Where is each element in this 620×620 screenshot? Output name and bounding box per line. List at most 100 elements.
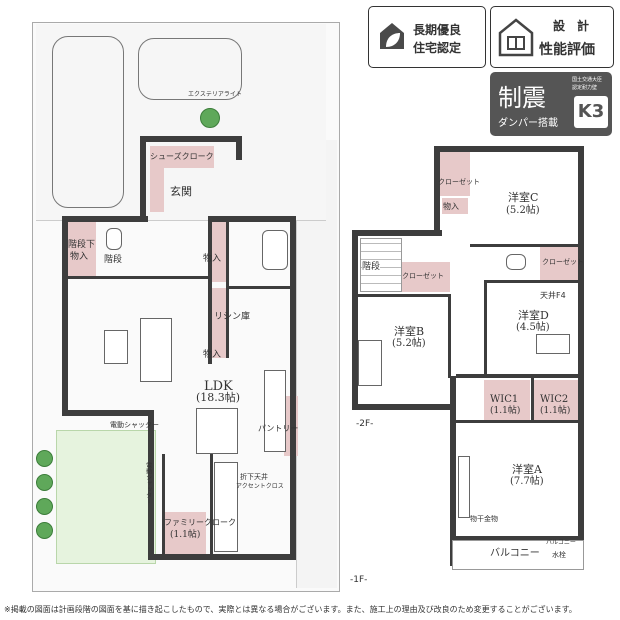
room-label-storage-2: 物入 xyxy=(203,350,222,360)
shoes-closet-side xyxy=(150,168,164,212)
tree xyxy=(36,450,53,467)
ceiling-f4-label: 天井F4 xyxy=(540,291,566,300)
car-left xyxy=(52,36,124,208)
wall xyxy=(456,420,580,423)
ceiling-note-1: 折下天井 xyxy=(240,473,268,481)
tree xyxy=(36,522,53,539)
desk-d xyxy=(536,334,570,354)
room-label-wic2: WIC2 xyxy=(540,394,569,405)
bed-a xyxy=(458,456,470,518)
wall xyxy=(62,410,152,416)
wall xyxy=(484,280,580,283)
exterior-light-label: エクステリアライト xyxy=(188,91,242,98)
room-label-closet-c: クローゼット xyxy=(438,178,480,186)
room-label-shoes-closet: シューズクローク xyxy=(150,152,214,161)
storage-2f-area xyxy=(442,198,468,214)
room-label-wic1: WIC1 xyxy=(490,394,519,405)
room-label-room-b: 洋室B xyxy=(394,325,425,338)
badge-long-life-line2: 住宅認定 xyxy=(413,41,462,55)
footer-disclaimer: ※掲載の図面は計画段階の図面を基に描き起こしたもので、実際とは異なる場合がござい… xyxy=(4,605,577,614)
room-label-room-c-size: (5.2帖) xyxy=(506,205,540,216)
storage-area-2 xyxy=(212,288,226,358)
wall xyxy=(470,244,580,247)
wall xyxy=(226,286,292,289)
wall xyxy=(578,146,584,570)
ceiling-note-2: アクセントクロス xyxy=(236,483,284,490)
room-label-pantry: パントリー xyxy=(258,424,299,433)
badge-seismic-main: 制震 xyxy=(498,84,546,112)
wall xyxy=(140,136,236,142)
wall xyxy=(62,216,68,416)
kitchen-counter xyxy=(214,462,238,552)
wall xyxy=(148,554,296,560)
floor1-label: -1F- xyxy=(350,575,368,585)
room-label-room-d-size: (4.5帖) xyxy=(516,322,550,333)
room-label-room-a-size: (7.7帖) xyxy=(510,476,544,487)
balcony xyxy=(452,540,584,570)
badge-k3-logo: K3 xyxy=(574,96,608,128)
wall xyxy=(62,276,212,279)
wall xyxy=(352,404,456,410)
room-label-wic1-size: (1.1帖) xyxy=(490,406,521,416)
room-label-closet-right: クローゼット xyxy=(542,258,584,266)
room-label-ldk-size: (18.3帖) xyxy=(196,391,241,404)
closet-c-area xyxy=(440,152,470,196)
laundry-label: 物干金物 xyxy=(470,515,498,523)
room-label-lishin: リシン庫 xyxy=(214,312,251,322)
room-label-family-closet: ファミリークローク xyxy=(164,518,236,527)
wall xyxy=(140,136,146,220)
badge-seismic-side1: 国土交通大臣 xyxy=(572,77,603,83)
house-leaf-icon xyxy=(377,17,407,53)
car-right xyxy=(138,38,242,100)
wall xyxy=(434,146,584,152)
desk-b xyxy=(358,340,382,386)
table-living xyxy=(104,330,128,364)
toilet-2f xyxy=(506,254,526,270)
room-label-under-stair-1: 階段下 xyxy=(68,240,96,250)
shutter-label-vertical: 電動シャッター xyxy=(144,462,152,504)
wall xyxy=(456,374,580,378)
room-label-storage-2f: 物入 xyxy=(443,202,459,211)
closet-right-area xyxy=(540,246,578,280)
badge-long-life-line1: 長期優良 xyxy=(413,23,462,37)
wall xyxy=(62,216,148,222)
wall xyxy=(352,230,442,236)
garden-lawn xyxy=(56,430,156,564)
wall xyxy=(484,280,487,376)
floor2-label: -2F- xyxy=(356,419,374,429)
wall xyxy=(450,376,456,566)
badge-design-bottom: 性能評価 xyxy=(539,42,595,58)
room-label-closet-mid: クローゼット xyxy=(402,272,444,280)
tree xyxy=(200,108,220,128)
badge-long-life-housing: 長期優良 住宅認定 xyxy=(368,6,486,68)
badge-seismic-sub: ダンパー搭載 xyxy=(498,118,558,129)
wall xyxy=(290,216,296,556)
room-label-room-d: 洋室D xyxy=(518,309,549,322)
room-label-under-stair-2: 物入 xyxy=(70,252,89,262)
shoes-closet-area xyxy=(150,146,214,168)
badge-seismic-damper: 制震 ダンパー搭載 国土交通大臣 認定耐力壁 K3 xyxy=(490,72,612,136)
toilet xyxy=(106,228,122,250)
room-label-stairs-1f: 階段 xyxy=(104,255,123,265)
wall xyxy=(226,220,229,358)
wall xyxy=(352,230,358,410)
room-label-room-a: 洋室A xyxy=(512,463,542,476)
badge-design-performance: 設 計 性能評価 xyxy=(490,6,614,68)
balcony-note: バルコニー xyxy=(546,539,576,546)
wall xyxy=(208,216,296,222)
family-closet-area xyxy=(164,512,206,554)
room-label-storage-1: 物入 xyxy=(203,254,222,264)
kitchen-island xyxy=(264,370,286,452)
parking-area xyxy=(36,24,326,221)
badge-seismic-side2: 認定耐力壁 xyxy=(572,85,598,91)
room-label-balcony: バルコニー xyxy=(490,548,540,559)
badge-design-top: 設 計 xyxy=(553,19,590,33)
bathtub xyxy=(262,230,288,270)
house-grid-icon xyxy=(497,15,535,59)
room-label-entrance: 玄関 xyxy=(170,185,192,198)
tree xyxy=(36,474,53,491)
wic1-area xyxy=(484,380,530,420)
tree xyxy=(36,498,53,515)
room-label-ldk: LDK xyxy=(204,379,233,394)
storage-area-1 xyxy=(212,222,226,282)
